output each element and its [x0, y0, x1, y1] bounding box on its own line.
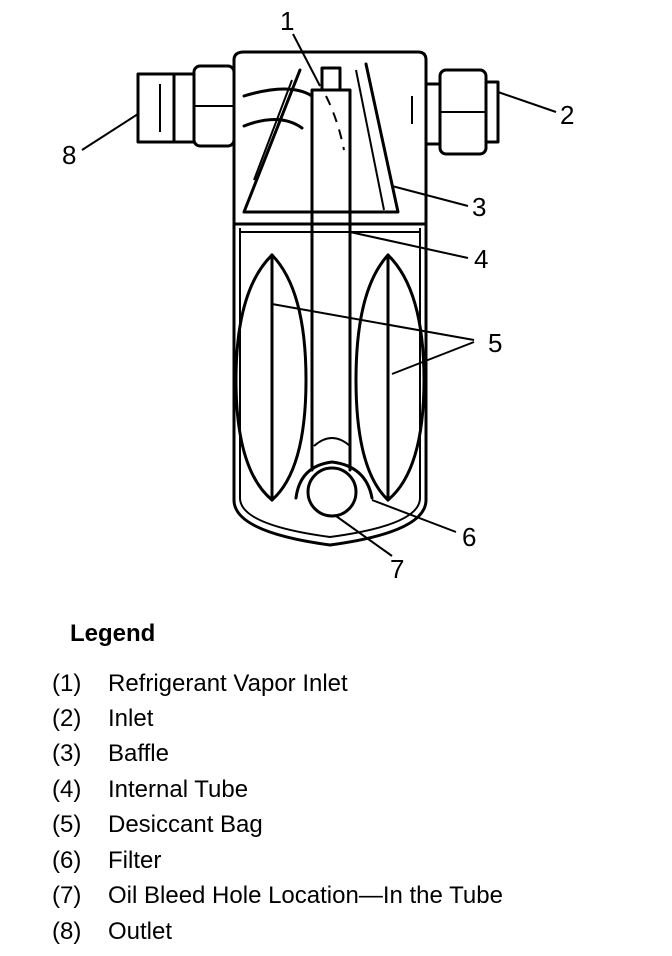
- legend-item: (6) Filter: [52, 847, 161, 875]
- canister-inner-wall: [239, 228, 421, 539]
- legend-item-label: Internal Tube: [108, 776, 249, 803]
- desiccant-bag-right-outline: [386, 253, 426, 502]
- leader-6: [371, 499, 457, 533]
- callout-4: 4: [474, 244, 488, 274]
- outlet-fitting: [136, 64, 236, 148]
- leader-4: [349, 231, 469, 259]
- leader-8: [81, 113, 139, 151]
- legend-item: (7) Oil Bleed Hole Location—In the Tube: [52, 882, 503, 910]
- legend-item-label: Filter: [108, 847, 162, 874]
- legend-item-number: (7): [52, 882, 82, 909]
- leader-3: [391, 185, 469, 207]
- legend-item-label: Outlet: [108, 918, 173, 945]
- callout-1: 1: [280, 6, 294, 36]
- legend-item: (2) Inlet: [52, 705, 153, 733]
- legend-item: (3) Baffle: [52, 740, 169, 768]
- legend-item: (4) Internal Tube: [52, 776, 248, 804]
- leader-2: [497, 91, 557, 113]
- leader-5a: [271, 303, 475, 341]
- filter: [294, 460, 374, 500]
- legend-title: Legend: [70, 620, 156, 647]
- legend-item-label: Oil Bleed Hole Location—In the Tube: [108, 882, 503, 909]
- legend-item: (5) Desiccant Bag: [52, 811, 263, 839]
- legend-item: (8) Outlet: [52, 918, 172, 946]
- inlet-fitting: [411, 68, 500, 156]
- callout-5: 5: [488, 328, 502, 358]
- legend-item-number: (5): [52, 811, 82, 838]
- legend-item-label: Inlet: [108, 705, 154, 732]
- legend-item-number: (2): [52, 705, 82, 732]
- tube-vapor-inlet-cap: [320, 66, 342, 92]
- desiccant-bag-left-outline: [270, 253, 308, 502]
- leader-7: [335, 515, 393, 557]
- callout-3: 3: [472, 192, 486, 222]
- tube-inner-dash: [325, 95, 345, 151]
- legend-item-label: Desiccant Bag: [108, 811, 263, 838]
- callout-8: 8: [62, 140, 76, 170]
- tube-bottom-curve: [313, 437, 351, 447]
- legend-item-number: (3): [52, 740, 82, 767]
- legend-item-number: (1): [52, 670, 82, 697]
- callout-2: 2: [560, 100, 574, 130]
- desiccant-bag-right: [354, 253, 390, 502]
- legend-item-number: (8): [52, 918, 82, 945]
- baffle: [242, 62, 400, 214]
- baffle-edge-2: [253, 79, 293, 181]
- callout-6: 6: [462, 522, 476, 552]
- leader-5b: [391, 341, 475, 375]
- leader-1: [292, 33, 321, 87]
- legend-item-label: Baffle: [108, 740, 169, 767]
- oil-bleed-hole: [306, 466, 358, 518]
- canister-body: [232, 50, 428, 547]
- baffle-edge: [355, 69, 385, 211]
- legend-item-number: (4): [52, 776, 82, 803]
- legend-item-label: Refrigerant Vapor Inlet: [108, 670, 348, 697]
- desiccant-bag-left: [234, 253, 274, 502]
- accumulator-diagram: 1 2 3 4 5 6 7 8: [62, 6, 574, 584]
- legend-item-number: (6): [52, 847, 82, 874]
- callout-7: 7: [390, 554, 404, 584]
- legend-item: (1) Refrigerant Vapor Inlet: [52, 670, 348, 698]
- outlet-pipe-bend: [242, 87, 314, 130]
